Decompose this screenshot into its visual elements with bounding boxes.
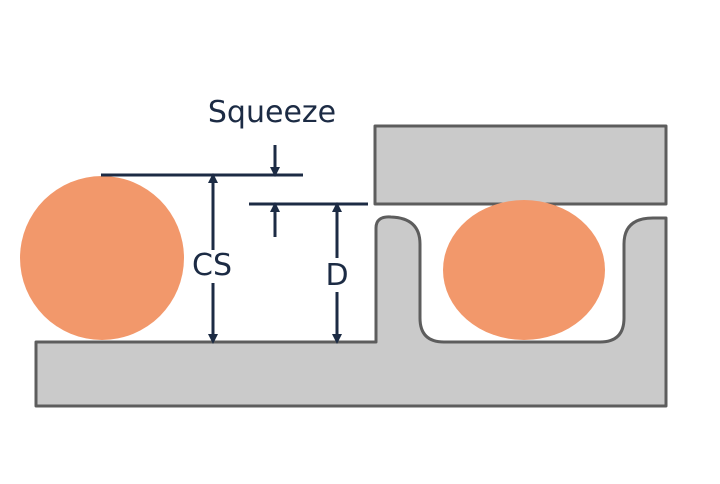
oring-uncompressed: [20, 176, 184, 340]
cover-plate: [373, 124, 668, 206]
squeeze-label: Squeeze: [208, 95, 336, 130]
cs-label: CS: [192, 248, 232, 283]
gland-base-plate: [34, 215, 668, 408]
d-label: D: [325, 258, 348, 293]
oring-compressed: [443, 200, 605, 340]
